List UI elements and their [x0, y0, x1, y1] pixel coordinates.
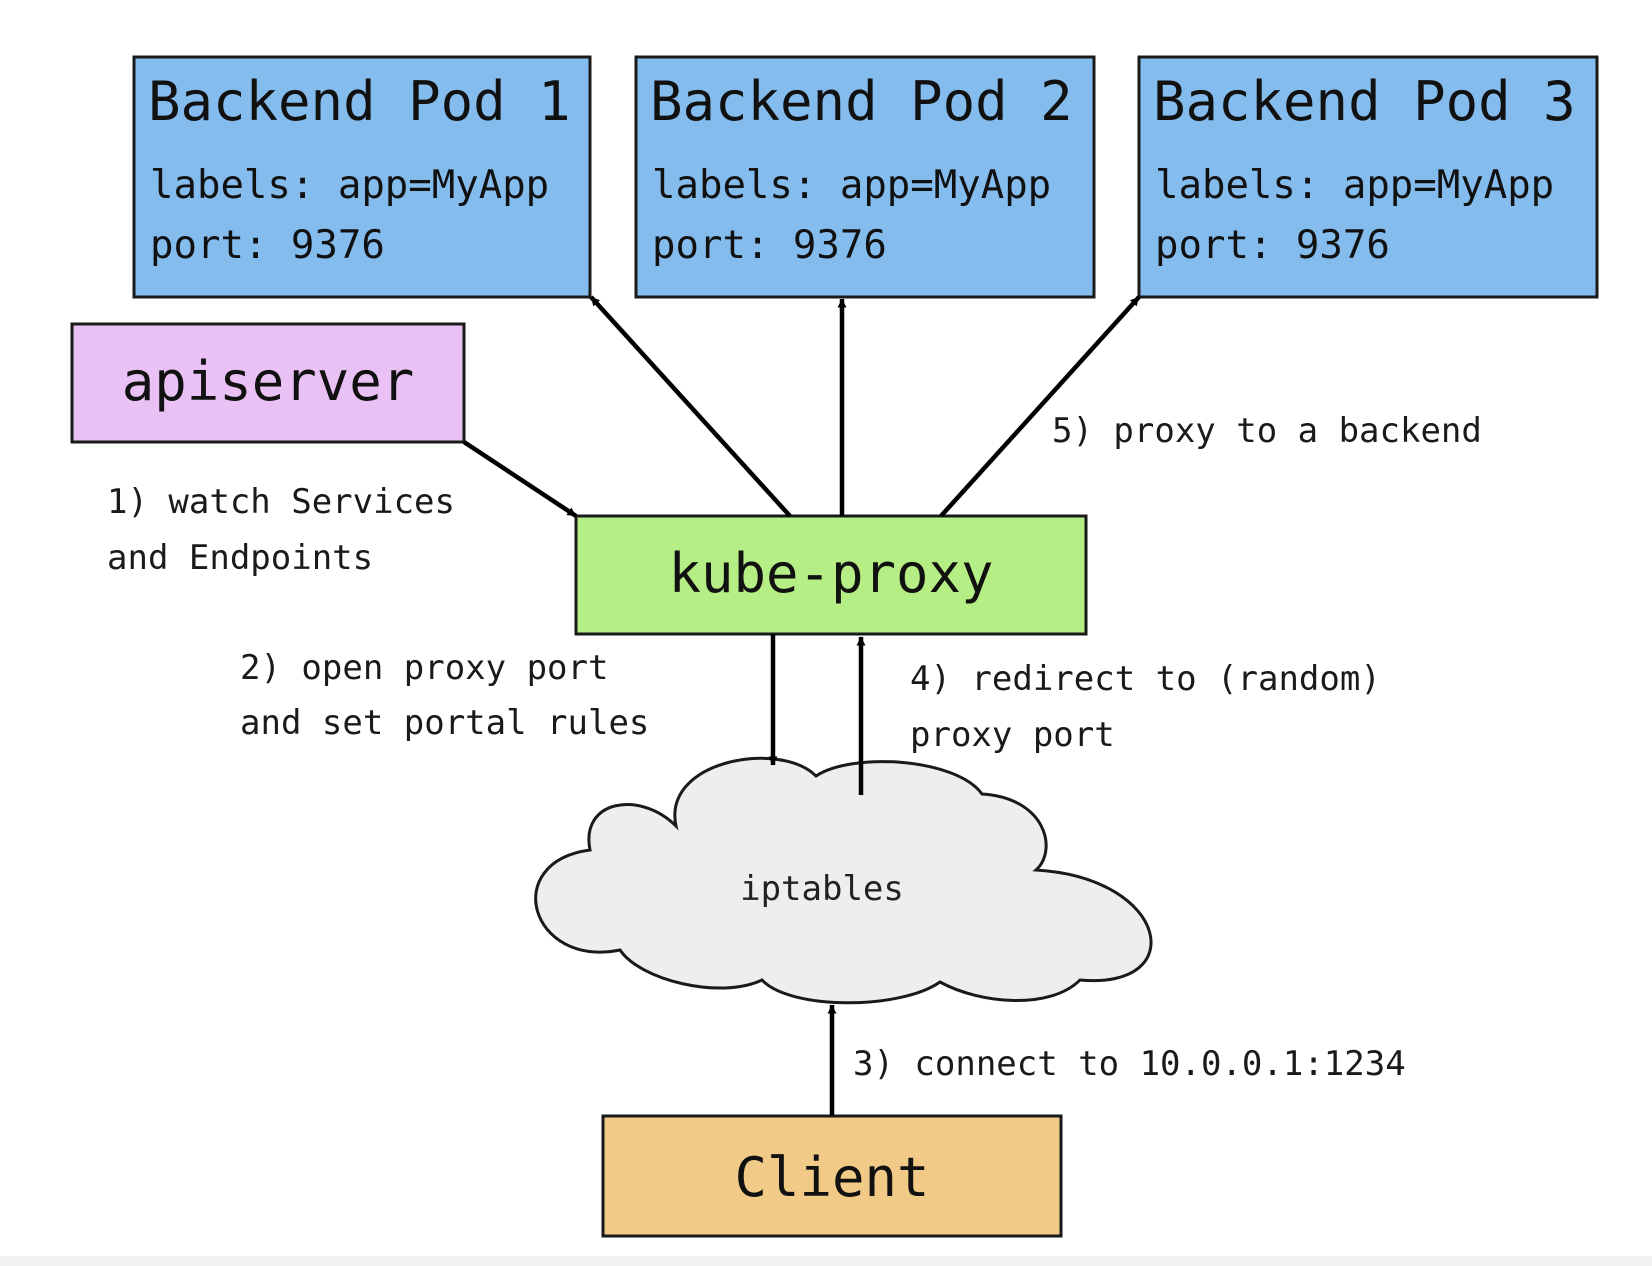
- edge-apiserver-to-kube-proxy: [462, 440, 578, 518]
- step-4-line-2: proxy port: [910, 715, 1115, 755]
- kube-proxy-label: kube-proxy: [668, 542, 993, 605]
- backend-pod-3-labels: labels: app=MyApp: [1155, 163, 1554, 208]
- backend-pod-1[interactable]: Backend Pod 1 labels: app=MyApp port: 93…: [132, 55, 592, 299]
- apiserver-label: apiserver: [122, 350, 415, 413]
- backend-pod-1-box: [132, 55, 592, 299]
- client-node[interactable]: Client: [601, 1114, 1063, 1238]
- client-label: Client: [734, 1146, 929, 1209]
- kube-proxy-node[interactable]: kube-proxy: [574, 514, 1088, 636]
- iptables-cloud-shape: [534, 756, 1153, 1005]
- step-1-line-1: 1) watch Services: [107, 482, 455, 522]
- step-2-line-1: 2) open proxy port: [240, 648, 608, 688]
- backend-pod-3-box: [1137, 55, 1599, 299]
- step-3-line-1: 3) connect to 10.0.0.1:1234: [853, 1044, 1406, 1084]
- step-1-line-2: and Endpoints: [107, 538, 373, 578]
- backend-pod-2-port: port: 9376: [652, 223, 887, 268]
- backend-pod-2-title: Backend Pod 2: [650, 70, 1073, 133]
- apiserver-node[interactable]: apiserver: [70, 322, 466, 444]
- iptables-cloud[interactable]: iptables: [534, 756, 1153, 1005]
- backend-pod-1-title: Backend Pod 1: [148, 70, 571, 133]
- backend-pod-2-labels: labels: app=MyApp: [652, 163, 1051, 208]
- step-2-line-2: and set portal rules: [240, 703, 649, 743]
- backend-pod-1-port: port: 9376: [150, 223, 385, 268]
- iptables-label: iptables: [740, 869, 904, 909]
- edge-kube-proxy-to-pod-3: [939, 295, 1141, 518]
- step-4-line-1: 4) redirect to (random): [910, 659, 1381, 699]
- kube-proxy-box: [574, 514, 1088, 636]
- backend-pod-2[interactable]: Backend Pod 2 labels: app=MyApp port: 93…: [634, 55, 1096, 299]
- backend-pod-1-labels: labels: app=MyApp: [150, 163, 549, 208]
- backend-pod-3-title: Backend Pod 3: [1153, 70, 1576, 133]
- edge-kube-proxy-to-pod-1: [589, 295, 792, 518]
- step-5-line-1: 5) proxy to a backend: [1052, 411, 1482, 451]
- apiserver-box: [70, 322, 466, 444]
- bottom-band: [0, 1256, 1652, 1266]
- backend-pod-3[interactable]: Backend Pod 3 labels: app=MyApp port: 93…: [1137, 55, 1599, 299]
- client-box: [601, 1114, 1063, 1238]
- backend-pod-2-box: [634, 55, 1096, 299]
- backend-pod-3-port: port: 9376: [1155, 223, 1390, 268]
